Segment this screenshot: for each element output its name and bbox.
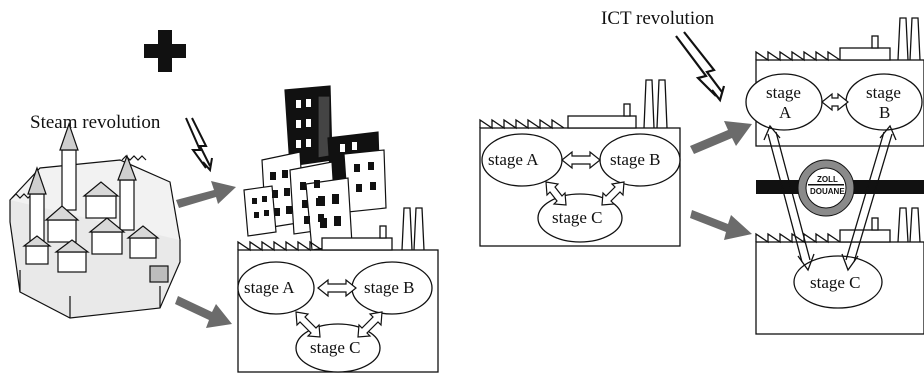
- customs-sign-icon: ZOLL DOUANE: [797, 159, 855, 217]
- steam-revolution-label: Steam revolution: [30, 112, 161, 133]
- split-stage-a-label-line1: stage: [766, 83, 801, 102]
- cross-border-arrow-a-c: [763, 124, 815, 272]
- factory-1-stage-a-label: stage A: [244, 278, 295, 297]
- ict-revolution-label: ICT revolution: [601, 8, 715, 29]
- customs-sign-line2: DOUANE: [810, 187, 845, 196]
- split-stage-c-label: stage C: [810, 273, 861, 292]
- split-stage-b-label-line2: B: [879, 103, 890, 122]
- plus-icon: [144, 30, 186, 72]
- factory-1-double-arrows: [295, 278, 383, 338]
- factory-1-stage-b-label: stage B: [364, 278, 415, 297]
- split-stage-a-label-line2: A: [779, 103, 792, 122]
- cross-border-arrow-b-c: [841, 124, 897, 272]
- steam-lightning-arrow-icon: [185, 117, 213, 173]
- split-factory-top-double-arrow: [821, 92, 849, 112]
- flow-arrow-town-to-city: [176, 181, 236, 208]
- customs-sign-line1: ZOLL: [817, 175, 838, 184]
- flow-arrow-to-top-factory: [690, 121, 752, 154]
- flow-arrow-town-to-factory: [175, 296, 232, 328]
- ict-lightning-arrow-icon: [675, 31, 726, 103]
- factory-2-stage-c-label: stage C: [552, 208, 603, 227]
- factory-2-stage-a-label: stage A: [488, 150, 539, 169]
- split-stage-b-label-line1: stage: [866, 83, 901, 102]
- factory-2-double-arrows: [545, 150, 625, 206]
- factory-1-stage-a-node: [237, 261, 315, 315]
- factory-2-stage-c-node: [537, 193, 623, 243]
- factory-2-stages: [481, 133, 681, 243]
- split-stage-c-node: [793, 255, 883, 309]
- factory-1-stage-c-label: stage C: [310, 338, 361, 357]
- flow-arrow-to-bottom-factory: [690, 210, 752, 240]
- factory-2-stage-b-label: stage B: [610, 150, 661, 169]
- modern-city-icon: [243, 85, 387, 251]
- walled-town-icon: [9, 122, 181, 319]
